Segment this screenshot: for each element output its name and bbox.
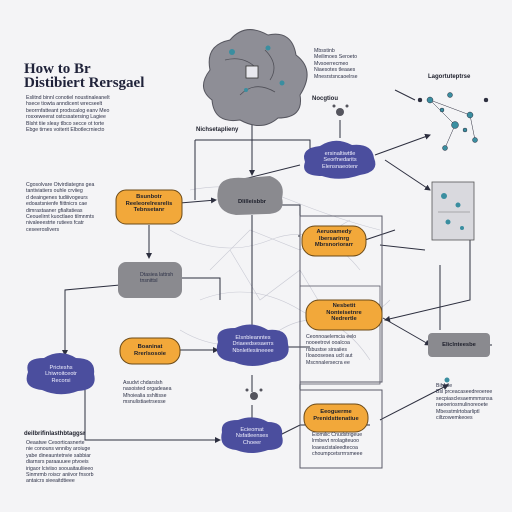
cloud-left-text: Pricteshs Lhiwroitceotr Recorsi bbox=[45, 365, 77, 384]
bottom-center-text: Eiomilic Cnudstrigeue lrmbevt nrolagiteu… bbox=[312, 432, 363, 458]
orange-right-2-label: Nesbetit Nonteisetnre Nedrertle bbox=[326, 303, 362, 323]
orange-bottom-shape bbox=[303, 403, 369, 433]
gray-center-box-label: Dlilleisbbr bbox=[237, 199, 267, 205]
cloud-mid-text: Elsnbleanntes Driaeedsesaerrs Nbnletlesi… bbox=[232, 335, 274, 354]
gray-center-box-shape bbox=[217, 176, 283, 215]
intro-text: Eslitnd binnl conotiel noustinaleanelt h… bbox=[26, 95, 110, 134]
cloud-mid bbox=[216, 324, 289, 366]
orange-right-1-label: Aeruoamedy lbersarinrg Mbrsnoriorarr bbox=[314, 229, 354, 249]
page-title: How to Br Distibiert Rersgael bbox=[24, 61, 145, 91]
small-node-icons bbox=[245, 104, 450, 400]
cloud-top bbox=[304, 140, 376, 179]
cloud-bottom bbox=[221, 417, 283, 453]
bottom-left-heading: deilbrifinlasthbtaggsr bbox=[24, 431, 86, 437]
right-center-inner-panel bbox=[299, 285, 381, 385]
orange-left-box-shape bbox=[115, 189, 183, 225]
cloud-bottom-text: Ecieomat Nsfatleenses Choeer bbox=[235, 427, 269, 446]
top-right-label: Lagortuteptrse bbox=[428, 74, 471, 80]
orange-bottom-label: Eeoguerme Prenidsttenatiue bbox=[313, 409, 359, 422]
top-right-text: Mbsstinb Meilimoes Seroeto Mvsoerrecmeo … bbox=[314, 48, 358, 80]
network-cluster-graphic bbox=[417, 92, 489, 151]
right-bottom-text: Bihfrtle Bsl prceacaseedreoeree secpiasc… bbox=[436, 383, 493, 422]
orange-right-1-shape bbox=[301, 225, 367, 257]
orange-center-low-label: Boaninat Rrerlsosoie bbox=[134, 344, 166, 357]
gray-left-box-label: Dtasiea lattrsh tnsnittsl bbox=[140, 272, 174, 285]
server-device-graphic bbox=[431, 181, 475, 241]
orange-right-2-shape bbox=[305, 299, 383, 331]
bottom-left-text: Oeaatwe Cesorticasnerte nie conouns wnni… bbox=[26, 440, 94, 485]
gray-left-box-shape bbox=[118, 262, 182, 298]
orange-left-box-label: Bsunbotr Reeleorelresrelis Tebnsetanr bbox=[125, 194, 173, 214]
orange-center-low-shape bbox=[119, 337, 181, 365]
network-label: Nichsetaplieny bbox=[196, 127, 239, 133]
mid-lower-text: Ceonnoaelemcia eelo nooeetrovi ooalcoa r… bbox=[306, 334, 357, 366]
center-small-text: Asudvt chdarslsh nasoisted orgadeaea Mho… bbox=[123, 380, 172, 406]
brain-cloud-graphic bbox=[203, 29, 308, 126]
gray-right-box-shape bbox=[428, 333, 490, 357]
gray-right-box-label: Eliclnteesbe bbox=[442, 342, 476, 348]
cloud-left bbox=[26, 353, 95, 395]
left-note-text: Cgosolvare Otvirdiategns gea tantiviatie… bbox=[26, 182, 95, 233]
cloud-top-label: Nocgtiou bbox=[312, 96, 338, 102]
right-bottom-panel bbox=[299, 389, 383, 469]
cloud-top-text: ersinaltiwttle Seorfnedarits Elensnaeote… bbox=[321, 151, 359, 170]
